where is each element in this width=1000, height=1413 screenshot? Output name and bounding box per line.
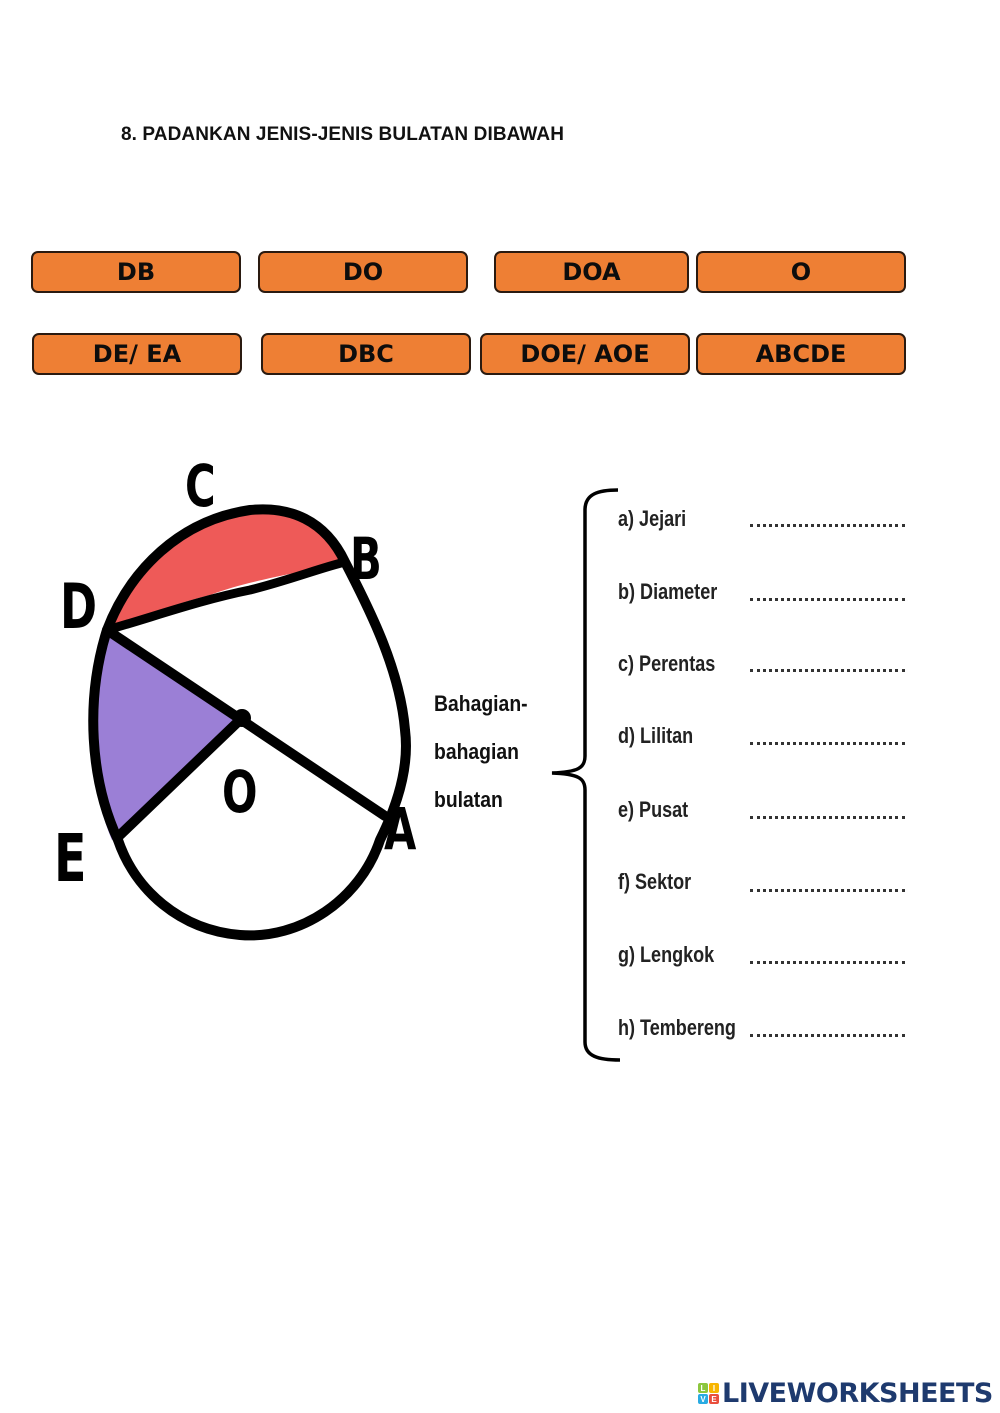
dropzone-tembereng[interactable] <box>750 1013 905 1037</box>
dropzone-lilitan[interactable] <box>750 721 905 745</box>
item-label: h) Tembereng <box>618 1015 736 1040</box>
point-c-label: C <box>185 452 216 520</box>
parts-of-circle-label: Bahagian- bahagian bulatan <box>434 680 528 824</box>
parts-label-line3: bulatan <box>434 787 503 812</box>
logo-letter-e: E <box>709 1394 719 1404</box>
item-label: c) Perentas <box>618 651 716 676</box>
logo-grid-icon: L I V E <box>698 1383 719 1404</box>
point-a-label: A <box>384 795 417 863</box>
dropzone-lengkok[interactable] <box>750 940 905 964</box>
answer-chip-o[interactable]: O <box>696 251 906 293</box>
point-o-label: O <box>222 758 258 826</box>
curly-brace-icon <box>551 488 621 1062</box>
item-label: a) Jejari <box>618 506 687 531</box>
item-pusat: e) Pusat <box>618 793 778 823</box>
item-label: f) Sektor <box>618 869 692 894</box>
question-title: 8. PADANKAN JENIS-JENIS BULATAN DIBAWAH <box>121 124 565 145</box>
item-diameter: b) Diameter <box>618 575 778 605</box>
item-label: g) Lengkok <box>618 942 715 967</box>
point-b-label: B <box>350 525 382 593</box>
item-lengkok: g) Lengkok <box>618 938 778 968</box>
answer-chip-abcde[interactable]: ABCDE <box>696 333 906 375</box>
item-label: e) Pusat <box>618 797 689 822</box>
dropzone-pusat[interactable] <box>750 795 905 819</box>
item-sektor: f) Sektor <box>618 865 778 895</box>
item-perentas: c) Perentas <box>618 647 778 677</box>
answer-chip-de-ea[interactable]: DE/ EA <box>32 333 242 375</box>
dropzone-perentas[interactable] <box>750 648 905 672</box>
circle-diagram: C B D O A E <box>50 440 450 980</box>
logo-letter-i: I <box>709 1383 719 1393</box>
point-e-label: E <box>54 820 87 897</box>
brand-name: LIVEWORKSHEETS <box>722 1378 993 1409</box>
item-label: b) Diameter <box>618 579 718 604</box>
point-d-label: D <box>60 570 98 643</box>
logo-letter-v: V <box>698 1394 708 1404</box>
liveworksheets-logo: L I V E LIVEWORKSHEETS <box>698 1378 993 1409</box>
answer-chip-doe-aoe[interactable]: DOE/ AOE <box>480 333 690 375</box>
item-tembereng: h) Tembereng <box>618 1011 778 1041</box>
dropzone-diameter[interactable] <box>750 577 905 601</box>
item-jejari: a) Jejari <box>618 502 778 532</box>
item-label: d) Lilitan <box>618 723 694 748</box>
answer-chip-dbc[interactable]: DBC <box>261 333 471 375</box>
parts-label-line2: bahagian <box>434 739 519 764</box>
answer-chip-do[interactable]: DO <box>258 251 468 293</box>
circle-diagram-image <box>88 504 411 941</box>
parts-label-line1: Bahagian- <box>434 691 528 716</box>
item-lilitan: d) Lilitan <box>618 719 778 749</box>
answer-chip-doa[interactable]: DOA <box>494 251 689 293</box>
dropzone-sektor[interactable] <box>750 868 905 892</box>
answer-chip-db[interactable]: DB <box>31 251 241 293</box>
logo-letter-l: L <box>698 1383 708 1393</box>
dropzone-jejari[interactable] <box>750 503 905 527</box>
